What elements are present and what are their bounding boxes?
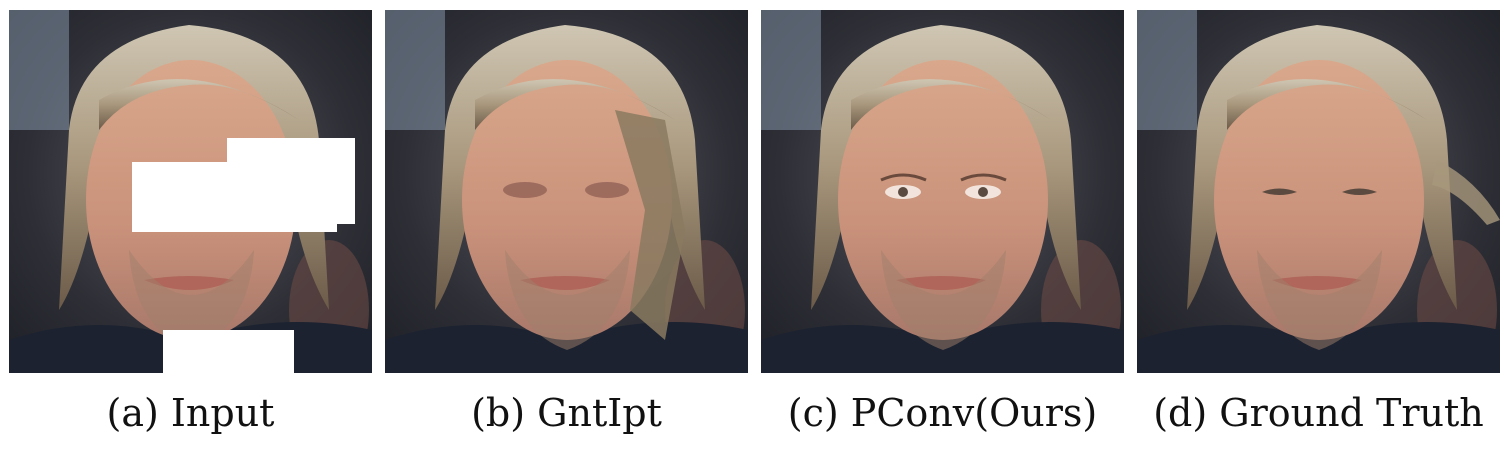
caption-gntipt: (b) GntIpt: [471, 391, 662, 435]
caption-pconv: (c) PConv(Ours): [787, 391, 1098, 435]
panel-pconv-image: [761, 10, 1124, 373]
face-photo-input: [9, 10, 372, 373]
face-photo-pconv: [761, 10, 1124, 373]
panel-input-image: [9, 10, 372, 373]
panel-gntipt-image: [385, 10, 748, 373]
caption-input: (a) Input: [106, 391, 275, 435]
caption-ground-truth: (d) Ground Truth: [1153, 391, 1484, 435]
face-photo-gntipt: [385, 10, 748, 373]
panel-ground-truth-image: [1137, 10, 1500, 373]
face-photo-ground-truth: [1137, 10, 1500, 373]
